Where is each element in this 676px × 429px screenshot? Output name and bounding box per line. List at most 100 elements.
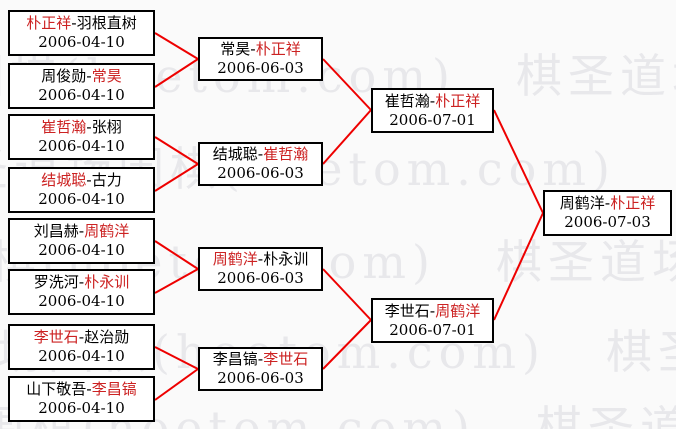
player-1: 朴正祥 <box>26 14 72 33</box>
match-date: 2006-04-10 <box>38 399 125 417</box>
player-2: 崔哲瀚 <box>263 145 309 164</box>
player-1: 周俊勋 <box>41 67 87 86</box>
match-box-r1-2: 周俊勋-常昊 2006-04-10 <box>8 63 155 109</box>
player-1: 李世石 <box>384 301 430 320</box>
connector-line <box>154 32 199 60</box>
match-box-qf-1: 常昊-朴正祥 2006-06-03 <box>198 37 323 81</box>
connector-line <box>154 136 199 165</box>
match-box-qf-4: 李昌镐-李世石 2006-06-03 <box>198 347 323 391</box>
player-1: 结城聪 <box>212 145 258 164</box>
player-1: 李昌镐 <box>212 350 258 369</box>
match-box-r1-4: 结城聪-古力 2006-04-10 <box>8 167 155 213</box>
match-pairing: 刘昌赫-周鹤洋 <box>34 222 129 241</box>
match-date: 2006-07-01 <box>389 110 476 129</box>
match-date: 2006-06-03 <box>217 369 304 387</box>
match-date: 2006-06-03 <box>217 269 304 287</box>
player-1: 李世石 <box>33 328 79 347</box>
connector-line <box>154 346 199 370</box>
match-pairing: 崔哲瀚-张栩 <box>41 118 121 137</box>
match-pairing: 周俊勋-常昊 <box>41 67 121 86</box>
match-pairing: 崔哲瀚-朴正祥 <box>385 92 480 111</box>
match-box-qf-2: 结城聪-崔哲瀚 2006-06-03 <box>198 142 323 186</box>
connector-line <box>322 109 372 165</box>
match-box-r1-7: 李世石-赵治勋 2006-04-10 <box>8 324 155 370</box>
match-date: 2006-04-10 <box>38 292 125 310</box>
match-box-r1-3: 崔哲瀚-张栩 2006-04-10 <box>8 114 155 160</box>
vs-dash: - <box>257 145 264 164</box>
connector-line <box>154 268 199 294</box>
connector-line <box>322 268 372 321</box>
match-date: 2006-04-10 <box>38 241 125 259</box>
vs-dash: - <box>78 222 85 241</box>
player-1: 结城聪 <box>41 171 87 190</box>
match-pairing: 李世石-赵治勋 <box>34 328 129 347</box>
player-2: 周鹤洋 <box>84 222 130 241</box>
connector-line <box>154 240 199 270</box>
match-pairing: 结城聪-崔哲瀚 <box>213 145 308 164</box>
match-box-sf-1: 崔哲瀚-朴正祥 2006-07-01 <box>371 88 494 133</box>
player-2: 朴正祥 <box>610 194 656 213</box>
match-date: 2006-04-10 <box>38 86 125 104</box>
player-2: 朴正祥 <box>435 91 481 110</box>
match-date: 2006-04-10 <box>38 347 125 365</box>
match-pairing: 周鹤洋-朴正祥 <box>560 194 655 213</box>
vs-dash: - <box>86 171 92 190</box>
player-2: 朴永训 <box>263 250 309 269</box>
vs-dash: - <box>71 14 77 33</box>
player-2: 李世石 <box>263 350 309 369</box>
player-1: 山下敬吾 <box>26 380 87 399</box>
match-box-sf-2: 李世石-周鹤洋 2006-07-01 <box>371 298 494 343</box>
player-1: 周鹤洋 <box>212 250 258 269</box>
match-date: 2006-06-03 <box>217 59 304 77</box>
vs-dash: - <box>86 118 92 137</box>
connector-line <box>154 163 199 192</box>
vs-dash: - <box>78 328 85 347</box>
vs-dash: - <box>86 380 92 399</box>
player-2: 周鹤洋 <box>435 301 481 320</box>
match-pairing: 结城聪-古力 <box>41 171 121 190</box>
vs-dash: - <box>429 91 436 110</box>
player-1: 崔哲瀚 <box>384 91 430 110</box>
connector-line <box>322 319 372 370</box>
connector-line <box>154 368 199 401</box>
player-2: 李昌镐 <box>91 380 137 399</box>
match-date: 2006-06-03 <box>217 164 304 182</box>
player-2: 张栩 <box>91 118 122 137</box>
connector-line <box>154 58 199 88</box>
match-pairing: 罗洗河-朴永训 <box>34 273 129 292</box>
vs-dash: - <box>86 67 92 86</box>
match-box-final: 周鹤洋-朴正祥 2006-07-03 <box>543 190 672 236</box>
vs-dash: - <box>250 40 256 59</box>
match-date: 2006-04-10 <box>38 33 125 51</box>
match-date: 2006-07-03 <box>564 213 651 231</box>
match-date: 2006-04-10 <box>38 190 125 208</box>
vs-dash: - <box>429 301 436 320</box>
match-date: 2006-04-10 <box>38 137 125 155</box>
match-pairing: 李世石-周鹤洋 <box>385 302 480 321</box>
player-1: 常昊 <box>220 40 251 59</box>
match-pairing: 李昌镐-李世石 <box>213 350 308 369</box>
vs-dash: - <box>604 194 611 213</box>
player-1: 崔哲瀚 <box>41 118 87 137</box>
match-box-r1-1: 朴正祥-羽根直树 2006-04-10 <box>8 10 155 56</box>
match-box-r1-6: 罗洗河-朴永训 2006-04-10 <box>8 269 155 315</box>
match-pairing: 周鹤洋-朴永训 <box>213 250 308 269</box>
player-1: 罗洗河 <box>33 273 79 292</box>
match-pairing: 朴正祥-羽根直树 <box>26 14 136 33</box>
match-date: 2006-07-01 <box>389 320 476 339</box>
player-1: 周鹤洋 <box>559 194 605 213</box>
vs-dash: - <box>257 350 264 369</box>
match-pairing: 常昊-朴正祥 <box>220 40 300 59</box>
match-box-r1-5: 刘昌赫-周鹤洋 2006-04-10 <box>8 218 155 264</box>
player-2: 古力 <box>91 171 122 190</box>
vs-dash: - <box>257 250 264 269</box>
match-box-r1-8: 山下敬吾-李昌镐 2006-04-10 <box>8 376 155 422</box>
match-pairing: 山下敬吾-李昌镐 <box>26 380 136 399</box>
connector-line <box>322 58 372 111</box>
connector-line <box>493 109 544 214</box>
connector-line <box>493 212 544 321</box>
vs-dash: - <box>78 273 85 292</box>
player-2: 赵治勋 <box>84 328 130 347</box>
